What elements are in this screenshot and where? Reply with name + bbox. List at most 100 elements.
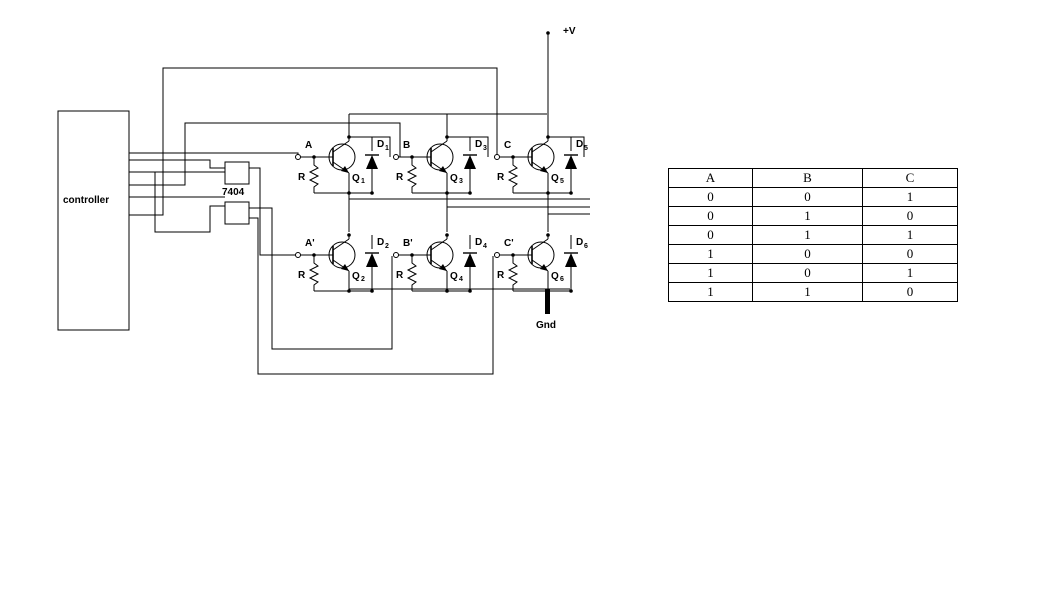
header-cell-b: B bbox=[752, 168, 863, 188]
table-cell: 1 bbox=[668, 244, 753, 264]
diode-subscript: 2 bbox=[385, 243, 389, 250]
diode-icon bbox=[464, 253, 476, 267]
controller-block bbox=[57, 110, 130, 331]
resistor bbox=[507, 255, 519, 291]
table-cell: 0 bbox=[862, 282, 958, 302]
diode-label: D bbox=[576, 139, 583, 150]
table-cell: 1 bbox=[862, 225, 958, 245]
diode-subscript: 5 bbox=[584, 145, 588, 152]
diode-icon bbox=[366, 253, 378, 267]
input-terminal bbox=[393, 252, 399, 258]
resistor bbox=[308, 255, 320, 291]
ground-terminal bbox=[545, 289, 550, 314]
table-cell: 0 bbox=[752, 263, 863, 283]
diode-label: D bbox=[475, 237, 482, 248]
transistor-label: Q bbox=[551, 271, 559, 282]
transistor-label: Q bbox=[450, 173, 458, 184]
transistor-input-label: A' bbox=[305, 238, 315, 249]
resistor bbox=[308, 157, 320, 193]
diode-label: D bbox=[475, 139, 482, 150]
diode-subscript: 3 bbox=[483, 145, 487, 152]
input-terminal bbox=[494, 252, 500, 258]
transistor-subscript: 2 bbox=[361, 276, 365, 283]
resistor-label: R bbox=[298, 270, 306, 281]
transistor-subscript: 6 bbox=[560, 276, 564, 283]
resistor bbox=[507, 157, 519, 193]
transistor-subscript: 5 bbox=[560, 178, 564, 185]
input-terminal bbox=[393, 154, 399, 160]
input-terminal bbox=[295, 252, 301, 258]
resistor bbox=[406, 255, 418, 291]
diode-label: D bbox=[377, 237, 384, 248]
controller-label: controller bbox=[63, 195, 109, 206]
table-cell: 0 bbox=[668, 206, 753, 226]
table-cell: 0 bbox=[752, 187, 863, 207]
diode-icon bbox=[464, 155, 476, 169]
transistor-label: Q bbox=[450, 271, 458, 282]
diode-subscript: 6 bbox=[584, 243, 588, 250]
resistor-label: R bbox=[497, 172, 505, 183]
table-cell: 0 bbox=[862, 244, 958, 264]
inverter-label: 7404 bbox=[222, 187, 245, 198]
inverter-chip-lower bbox=[224, 201, 250, 225]
transistor-input-label: A bbox=[305, 140, 312, 151]
header-cell-a: A bbox=[668, 168, 753, 188]
resistor bbox=[406, 157, 418, 193]
transistor-label: Q bbox=[352, 271, 360, 282]
table-cell: 1 bbox=[668, 263, 753, 283]
table-cell: 0 bbox=[752, 244, 863, 264]
resistor-label: R bbox=[396, 172, 404, 183]
table-cell: 0 bbox=[668, 187, 753, 207]
resistor-label: R bbox=[497, 270, 505, 281]
control-wiring bbox=[129, 67, 498, 375]
diode-icon bbox=[565, 155, 577, 169]
transistor-input-label: C bbox=[504, 140, 511, 151]
supply-terminal bbox=[546, 31, 550, 35]
supply-label: +V bbox=[563, 26, 576, 37]
table-cell: 1 bbox=[668, 282, 753, 302]
transistor-input-label: B bbox=[403, 140, 410, 151]
transistor-label: Q bbox=[551, 173, 559, 184]
diode-subscript: 4 bbox=[483, 243, 487, 250]
resistor-label: R bbox=[298, 172, 306, 183]
power-rails bbox=[348, 34, 590, 290]
diode-icon bbox=[565, 253, 577, 267]
transistor-subscript: 1 bbox=[361, 178, 365, 185]
transistor-input-label: B' bbox=[403, 238, 413, 249]
resistor-label: R bbox=[396, 270, 404, 281]
transistor-label: Q bbox=[352, 173, 360, 184]
input-terminal bbox=[295, 154, 301, 160]
inverter-chip-upper bbox=[224, 161, 250, 185]
truth-table-header: A B C bbox=[668, 168, 958, 188]
transistor-input-label: C' bbox=[504, 238, 514, 249]
diode-label: D bbox=[576, 237, 583, 248]
table-cell: 0 bbox=[862, 206, 958, 226]
transistor-subscript: 3 bbox=[459, 178, 463, 185]
diode-icon bbox=[366, 155, 378, 169]
diode-label: D bbox=[377, 139, 384, 150]
header-cell-c: C bbox=[862, 168, 958, 188]
table-cell: 1 bbox=[752, 206, 863, 226]
transistor-subscript: 4 bbox=[459, 276, 463, 283]
table-cell: 1 bbox=[862, 263, 958, 283]
table-cell: 0 bbox=[668, 225, 753, 245]
diode-subscript: 1 bbox=[385, 145, 389, 152]
ground-label: Gnd bbox=[536, 320, 556, 331]
table-cell: 1 bbox=[752, 225, 863, 245]
input-terminal bbox=[494, 154, 500, 160]
table-cell: 1 bbox=[862, 187, 958, 207]
